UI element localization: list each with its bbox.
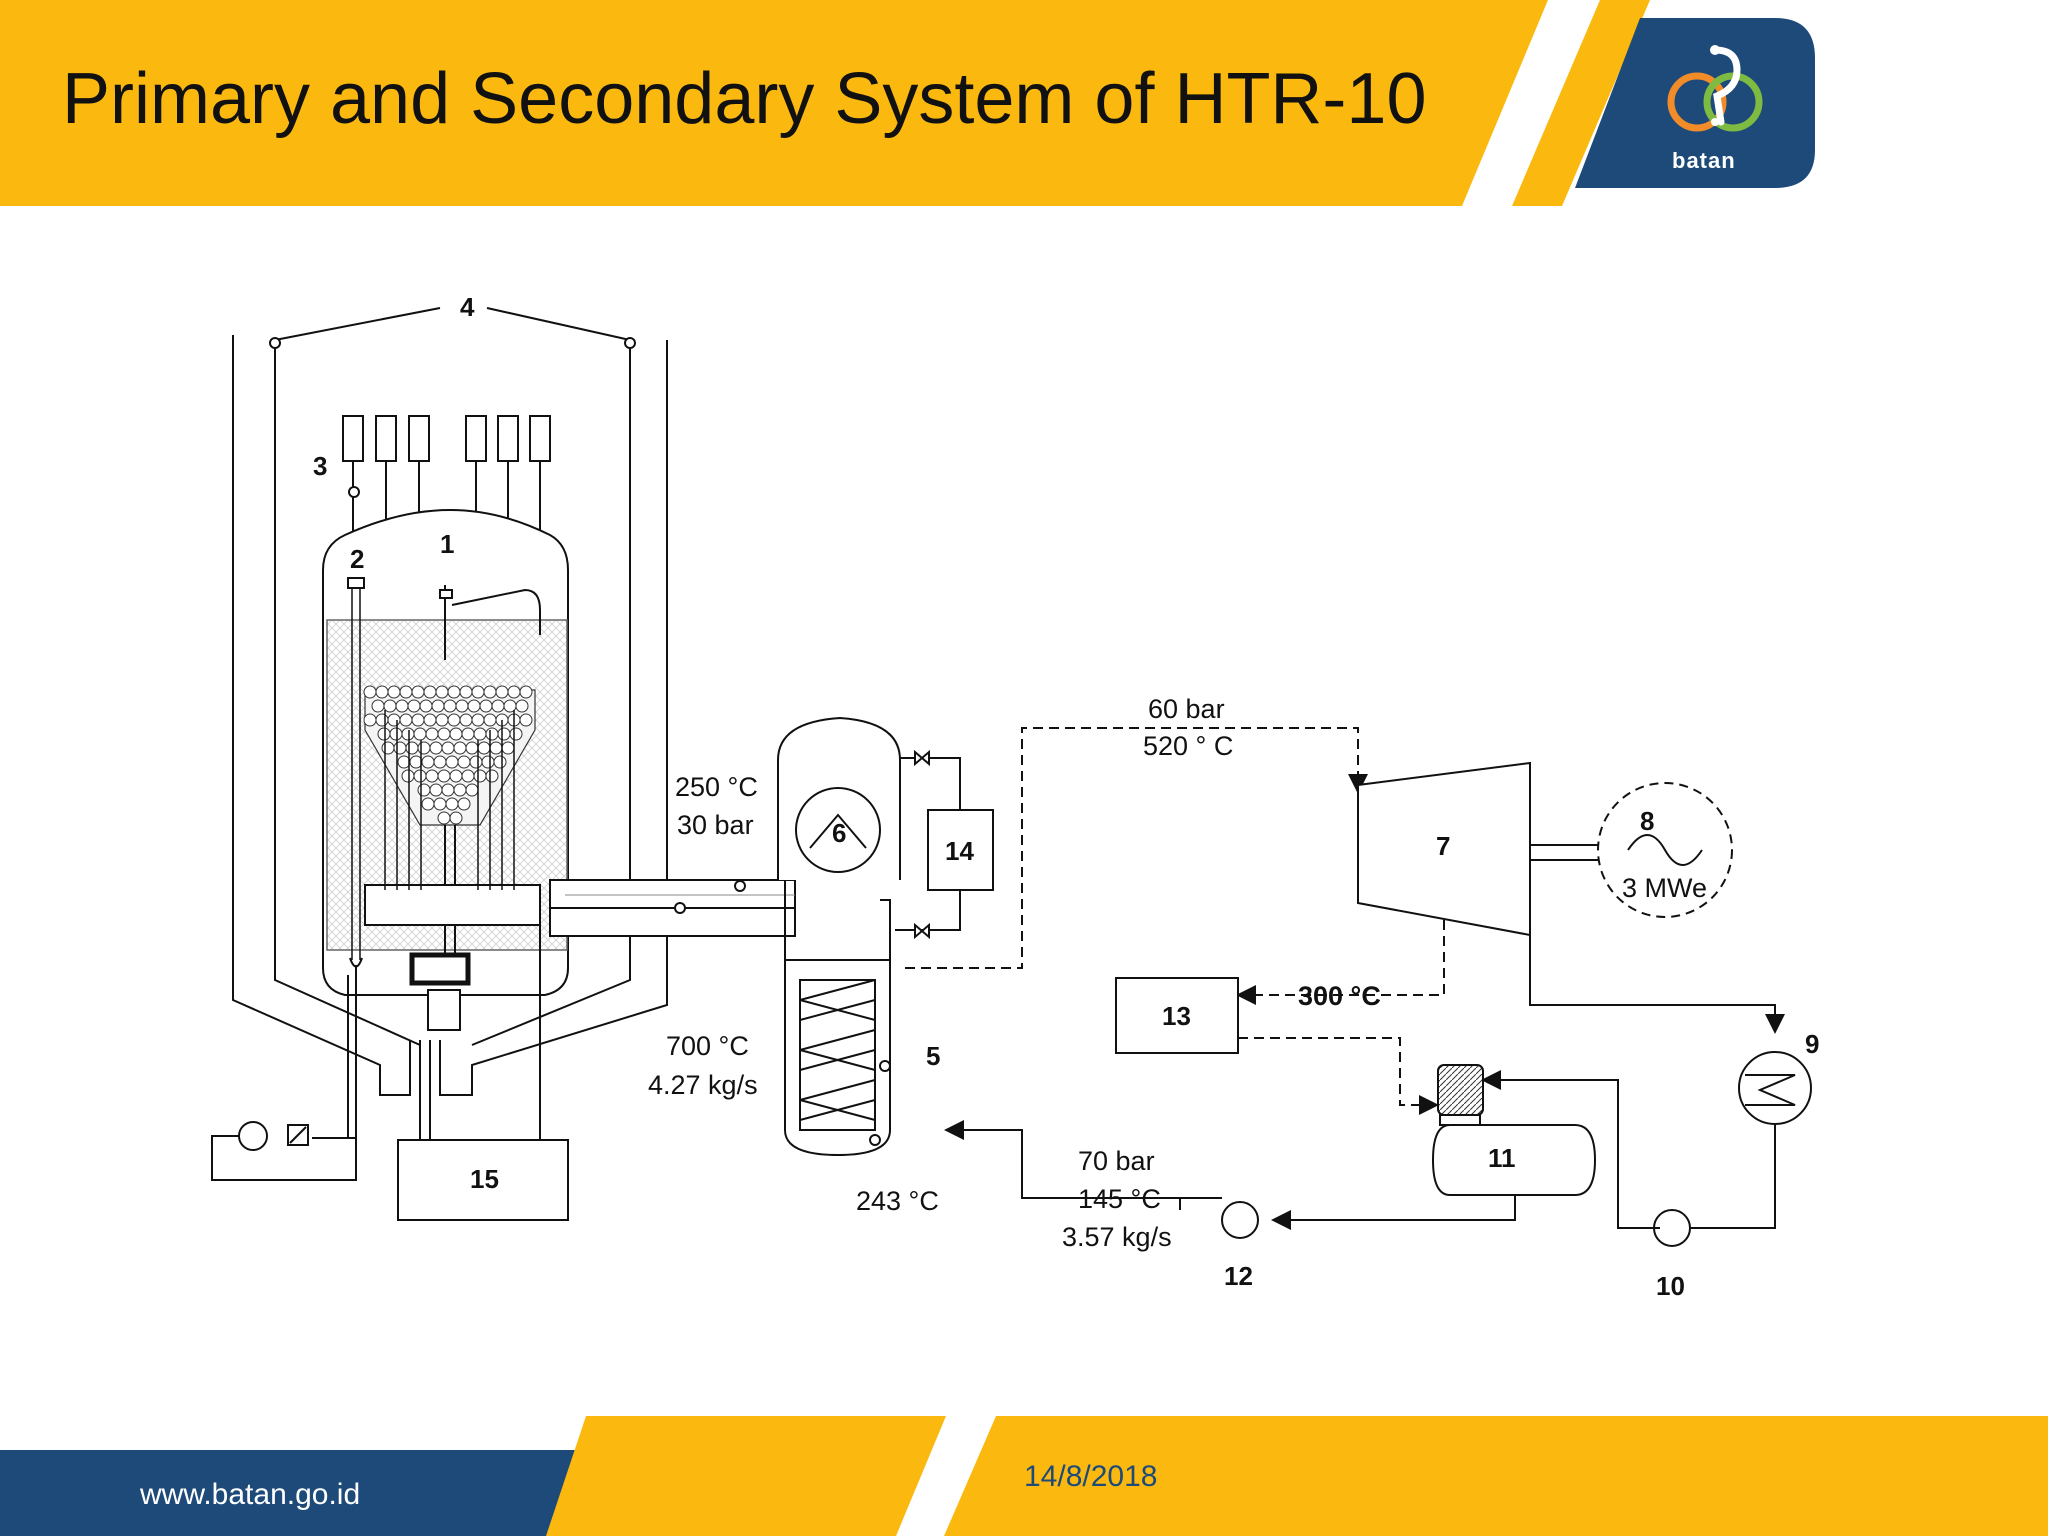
svg-text:3: 3 (313, 451, 327, 481)
circulator (795, 787, 881, 873)
svg-text:4.27 kg/s: 4.27 kg/s (648, 1070, 758, 1100)
svg-text:5: 5 (926, 1041, 940, 1071)
svg-text:3.57 kg/s: 3.57 kg/s (1062, 1222, 1172, 1252)
svg-text:4: 4 (460, 292, 475, 322)
svg-text:520 ° C: 520 ° C (1143, 731, 1233, 761)
diagram-labels: 4 3 2 1 15 6 14 5 7 8 9 10 11 12 13 60 b… (313, 292, 1819, 1301)
logo-label: batan (1672, 148, 1736, 173)
batan-logo-icon (1667, 45, 1763, 132)
fuel-pebbles (363, 685, 533, 825)
footer-url[interactable]: www.batan.go.id (140, 1478, 361, 1511)
helium-purification-loop (211, 965, 357, 1181)
footer-navy-band (0, 1450, 578, 1536)
header-yellow-stripe (1512, 0, 1650, 206)
svg-text:250 °C: 250 °C (675, 772, 758, 802)
svg-text:30 bar: 30 bar (677, 810, 754, 840)
svg-text:70 bar: 70 bar (1078, 1146, 1155, 1176)
hot-gas-duct (549, 879, 796, 937)
condenser (1738, 1051, 1812, 1125)
svg-text:3 MWe: 3 MWe (1622, 873, 1707, 903)
svg-text:12: 12 (1224, 1261, 1253, 1291)
svg-text:9: 9 (1805, 1029, 1819, 1059)
fuel-handling-box (397, 1139, 569, 1221)
fuel-discharge-unit (409, 952, 471, 986)
pump-12 (1221, 1201, 1259, 1239)
main-steam-line (905, 727, 1368, 969)
svg-text:1: 1 (440, 529, 454, 559)
svg-text:6: 6 (832, 818, 846, 848)
logo-panel (1575, 18, 1815, 188)
feedwater-line (944, 1120, 1180, 1199)
svg-text:300 °C: 300 °C (1298, 981, 1381, 1011)
svg-text:145 °C: 145 °C (1078, 1184, 1161, 1214)
svg-text:700 °C: 700 °C (666, 1031, 749, 1061)
svg-text:11: 11 (1488, 1143, 1516, 1173)
svg-text:10: 10 (1656, 1271, 1685, 1301)
component-13-box (1115, 977, 1239, 1054)
svg-text:14: 14 (945, 836, 974, 866)
footer-yellow-band-left (546, 1416, 946, 1536)
svg-text:2: 2 (350, 544, 364, 574)
svg-text:7: 7 (1436, 831, 1450, 861)
svg-text:15: 15 (470, 1164, 499, 1194)
svg-text:13: 13 (1162, 1001, 1191, 1031)
steam-generator (777, 716, 901, 1157)
footer-yellow-band-right (944, 1416, 2048, 1536)
component-14-box (927, 809, 994, 891)
header-yellow-band (0, 0, 1548, 206)
svg-text:8: 8 (1640, 806, 1654, 836)
svg-text:243 °C: 243 °C (856, 1186, 939, 1216)
svg-text:60 bar: 60 bar (1148, 694, 1225, 724)
deaerator-tank (1431, 1124, 1597, 1196)
page-title: Primary and Secondary System of HTR-10 (62, 59, 1427, 139)
footer-date: 14/8/2018 (1024, 1460, 1158, 1493)
control-rod-drives (342, 415, 551, 535)
